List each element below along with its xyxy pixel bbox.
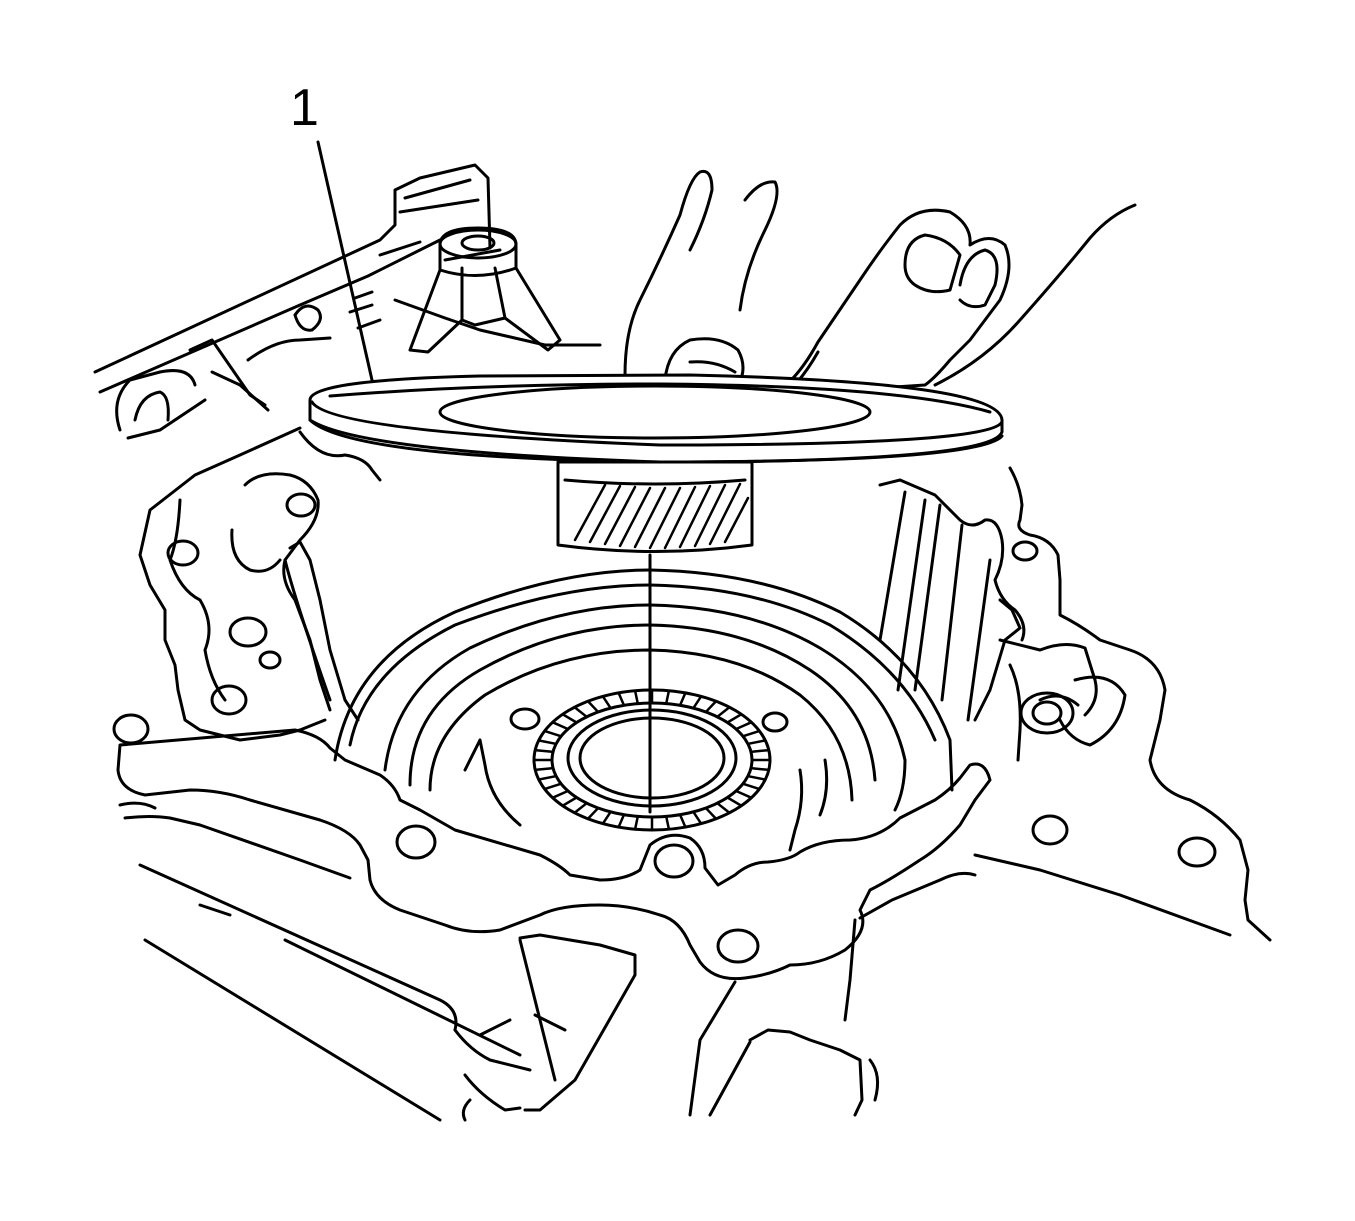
bearing-needle: [617, 814, 625, 828]
bearing-needle: [747, 739, 766, 745]
pump-bore: [333, 568, 954, 852]
bearing-needle: [716, 706, 730, 718]
bearing-needle: [544, 782, 562, 790]
bearing-needle: [705, 807, 717, 820]
callout-label: 1: [290, 79, 319, 137]
bearing-needle: [617, 692, 625, 706]
bearing-needle: [634, 816, 639, 830]
bearing-needle: [679, 814, 687, 828]
callout-1: 1: [290, 79, 374, 382]
bearing-needle: [747, 775, 766, 781]
bearing-needle: [552, 721, 569, 730]
bearing-needle: [538, 739, 557, 745]
bearing-needle: [742, 730, 760, 738]
bearing-needle: [727, 796, 742, 807]
bearing-needle: [750, 748, 770, 753]
bearing-needle: [587, 807, 599, 820]
callout-leader-line: [316, 140, 374, 382]
bearing-needle: [587, 700, 599, 713]
splined-hub: [556, 460, 754, 814]
bearing-needle: [716, 802, 730, 814]
bearing-needle: [705, 700, 717, 713]
bearing-needle: [562, 713, 577, 724]
bearing-needle: [692, 811, 702, 825]
bolt-holes: [112, 492, 1217, 964]
bearing-needle: [742, 782, 760, 790]
bearing-needle: [679, 692, 687, 706]
upper-casting: [93, 163, 602, 440]
needle-bearing: [532, 688, 772, 832]
bearing-needle: [735, 721, 752, 730]
housing: [138, 426, 1272, 942]
bearing-needle: [735, 790, 752, 799]
bearing-needle: [562, 796, 577, 807]
bearing-needle: [552, 790, 569, 799]
seal-installer-disc: [308, 373, 1004, 464]
bearing-needle: [534, 767, 554, 772]
boss-post: [408, 226, 562, 354]
bearing-needle: [544, 730, 562, 738]
bearing-needle: [692, 695, 702, 709]
bearing-needle: [602, 695, 612, 709]
bearing-needle: [727, 713, 742, 724]
bearing-needle: [602, 811, 612, 825]
bearing-needle: [665, 816, 670, 830]
bearing-needle: [634, 690, 639, 704]
bearing-needle: [574, 706, 588, 718]
bearing-needle: [750, 767, 770, 772]
bearing-needle: [534, 748, 554, 753]
bearing-needle: [574, 802, 588, 814]
lower-flange: [116, 728, 1232, 1122]
bearing-needle: [665, 690, 670, 704]
bearing-needle: [538, 775, 557, 781]
